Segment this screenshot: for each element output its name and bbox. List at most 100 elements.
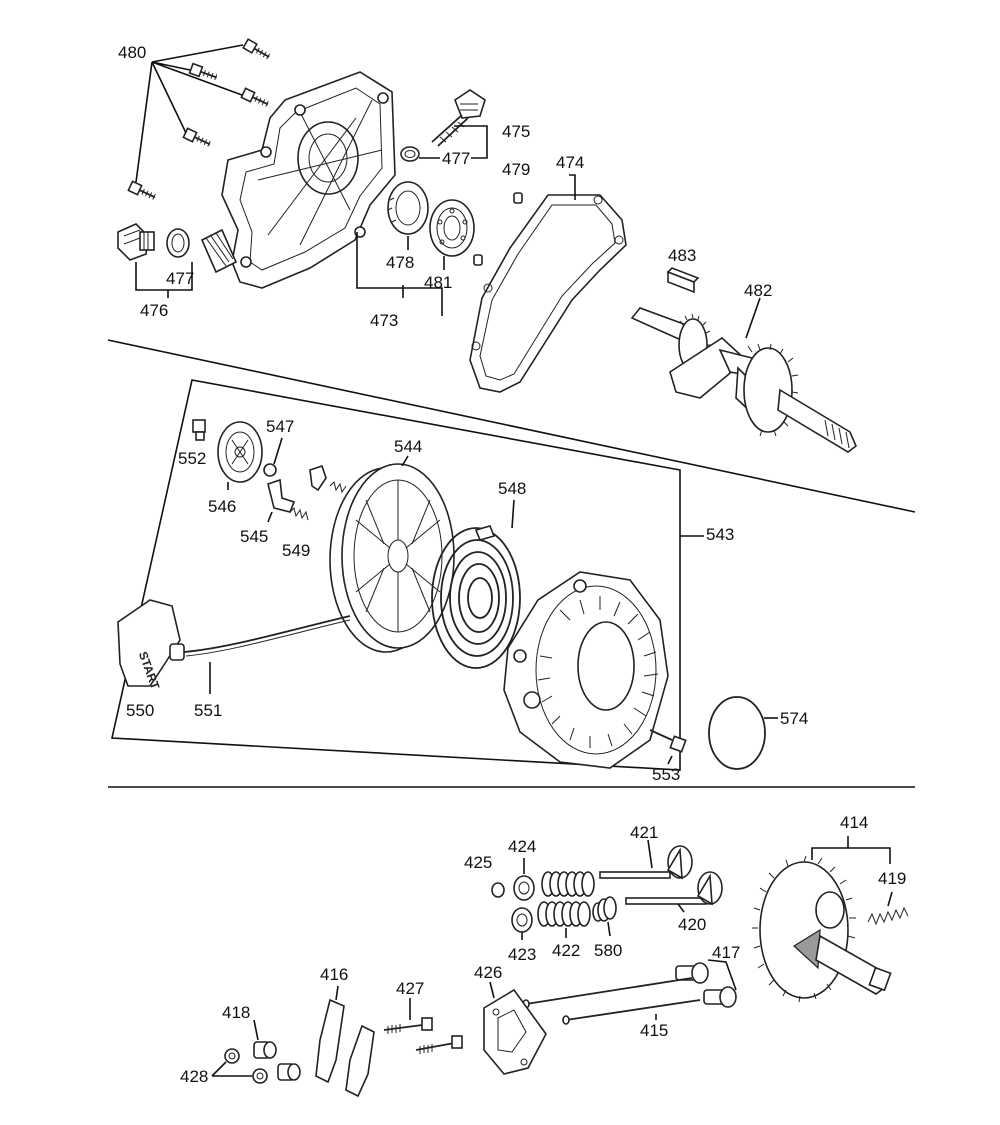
- label-549: 549: [282, 541, 310, 560]
- leader-580: [607, 921, 611, 937]
- label-546: 546: [208, 497, 236, 516]
- label-419: 419: [878, 869, 906, 888]
- leader-417: [707, 959, 737, 991]
- label-580: 580: [594, 941, 622, 960]
- label-422: 422: [552, 941, 580, 960]
- o-ring-477-bottom: [166, 228, 190, 258]
- spring-retainer-424: [513, 875, 535, 901]
- label-548: 548: [498, 479, 526, 498]
- crankshaft-482: [630, 307, 857, 453]
- leader-545: [267, 511, 273, 523]
- label-416: 416: [320, 965, 348, 984]
- leader-544: [401, 455, 409, 467]
- dowel-pin: [473, 254, 483, 266]
- label-423: 423: [508, 945, 536, 964]
- label-550: 550: [126, 701, 154, 720]
- leader-426: [489, 981, 495, 999]
- valve-lifter-lower: [703, 986, 737, 1008]
- label-482: 482: [744, 281, 772, 300]
- label-551: 551: [194, 701, 222, 720]
- bearing-481: [429, 199, 475, 257]
- leader-418: [253, 1019, 259, 1041]
- leader-553: [667, 755, 673, 765]
- pushrods-415: [522, 977, 701, 1025]
- valve-stem-seal-580: [592, 896, 617, 922]
- bolt-553: [649, 729, 687, 753]
- label-418: 418: [222, 1003, 250, 1022]
- camshaft-414: [752, 855, 892, 1003]
- leader-548: [511, 499, 515, 529]
- starter-rope-551: [183, 615, 351, 653]
- bolt: [240, 87, 269, 107]
- bolt: [242, 38, 271, 60]
- label-425: 425: [464, 853, 492, 872]
- leader-473: [356, 232, 443, 316]
- label-545: 545: [240, 527, 268, 546]
- filler-neck: [200, 228, 238, 274]
- label-481: 481: [424, 273, 452, 292]
- rocker-pivot-418: [253, 1041, 277, 1059]
- crankcase-cover-assembly: [200, 71, 396, 289]
- spring-pawl: [309, 464, 347, 494]
- starter-housing: [503, 571, 669, 769]
- leader-420: [677, 903, 685, 913]
- section-dividers: [107, 339, 916, 788]
- rocker-stud: [415, 1035, 463, 1054]
- label-421: 421: [630, 823, 658, 842]
- retaining-clip-547: [263, 463, 277, 477]
- label-574: 574: [780, 709, 808, 728]
- label-414: 414: [840, 813, 868, 832]
- oil-seal-478: [387, 181, 429, 235]
- label-415: 415: [640, 1021, 668, 1040]
- ratchet-plate-546: [217, 421, 263, 483]
- drain-plug-476: [117, 223, 155, 261]
- leader-474: [569, 174, 576, 200]
- label-420: 420: [678, 915, 706, 934]
- label-474: 474: [556, 153, 584, 172]
- label-428: 428: [180, 1067, 208, 1086]
- bolts-480: [127, 38, 271, 200]
- spring-419: [867, 906, 909, 926]
- valve-spring-upper: [541, 871, 595, 897]
- recoil-spring-548: [431, 525, 521, 669]
- leader-547: [273, 437, 283, 465]
- label-473: 473: [370, 311, 398, 330]
- bolt: [188, 62, 218, 81]
- rocker-stud-427: [383, 1017, 433, 1034]
- bolt-552: [192, 419, 206, 441]
- rocker-arm-416-a: [315, 998, 345, 1084]
- rocker-arm-416-b: [345, 1024, 375, 1098]
- o-ring-574: [708, 696, 766, 770]
- pawl-545: [267, 478, 296, 513]
- leader-416: [335, 985, 339, 1001]
- spring-retainer-423: [511, 907, 533, 933]
- label-479: 479: [502, 160, 530, 179]
- valve-lifter-upper: [675, 962, 709, 984]
- leader-475: [454, 125, 488, 159]
- label-552: 552: [178, 449, 206, 468]
- rocker-nut-428: [224, 1048, 268, 1084]
- spring-549: [289, 507, 309, 521]
- starter-reel-544: [329, 463, 455, 653]
- oil-filler-plug: [431, 89, 486, 147]
- leader-480: [135, 44, 244, 183]
- label-478: 478: [386, 253, 414, 272]
- gasket-474: [469, 194, 627, 393]
- label-483: 483: [668, 246, 696, 265]
- label-547: 547: [266, 417, 294, 436]
- valve-spring-422: [537, 901, 591, 927]
- leader-476: [135, 262, 193, 298]
- leader-414: [811, 836, 891, 864]
- o-ring-477-top: [400, 146, 420, 162]
- label-480: 480: [118, 43, 146, 62]
- leader-428: [211, 1061, 252, 1077]
- label-544: 544: [394, 437, 422, 456]
- label-427: 427: [396, 979, 424, 998]
- label-426: 426: [474, 963, 502, 982]
- valve-420: [625, 871, 723, 906]
- label-424: 424: [508, 837, 536, 856]
- dowel-pin-479: [513, 192, 523, 204]
- label-553: 553: [652, 765, 680, 784]
- label-543: 543: [706, 525, 734, 544]
